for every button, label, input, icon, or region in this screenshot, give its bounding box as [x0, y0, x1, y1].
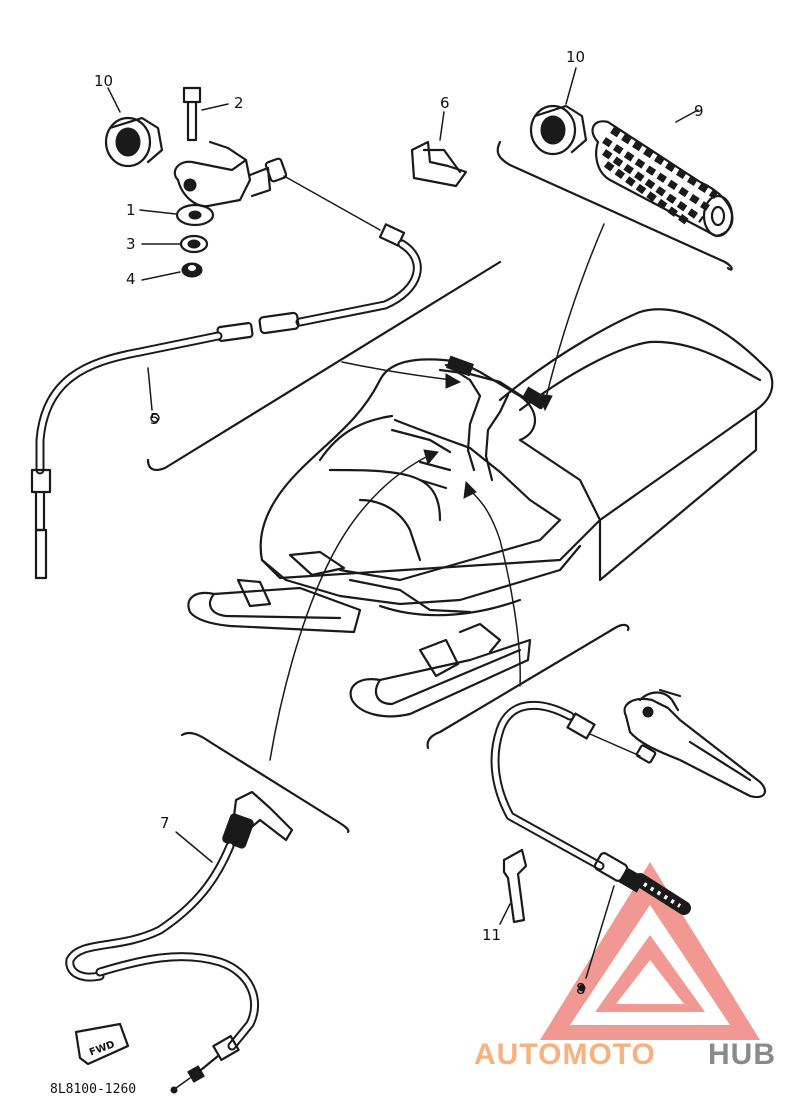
washer-part-3	[141, 234, 209, 254]
callout-9: 9	[694, 102, 704, 120]
clip-strap	[499, 848, 528, 925]
diagram-code: 8L8100-1260	[50, 1082, 136, 1097]
watermark-text-hub: HUB	[708, 1038, 776, 1071]
callout-11: 11	[482, 926, 501, 944]
callout-5: 5	[150, 410, 160, 428]
snowmobile-illustration	[187, 308, 774, 718]
callout-3: 3	[126, 235, 136, 253]
callout-6: 6	[440, 94, 450, 112]
section-brackets	[146, 140, 733, 834]
cable-part-7	[65, 790, 294, 1094]
bracket-upper-left	[146, 260, 502, 471]
forward-marker-text: FWD	[88, 1039, 116, 1058]
callout-1: 1	[126, 201, 136, 219]
callout-10-left: 10	[94, 72, 113, 90]
callout-2: 2	[234, 94, 244, 112]
bracket-part-1	[139, 140, 272, 227]
watermark: AUTOMOTO HUB	[474, 1038, 776, 1071]
forward-marker-icon: FWD	[74, 1022, 130, 1066]
callout-7: 7	[160, 814, 170, 832]
collar-part-10-right	[529, 67, 588, 156]
watermark-logo-icon	[540, 862, 760, 1040]
watermark-text-automoto: AUTOMOTO	[474, 1038, 656, 1071]
lever-part-11	[623, 688, 767, 799]
bolt-part-2	[182, 86, 229, 142]
collar-part-10-left	[104, 87, 164, 168]
callout-4: 4	[126, 270, 136, 288]
bracket-lower-right	[426, 623, 630, 750]
cable-part-8	[490, 700, 691, 992]
pointer-lines	[269, 223, 605, 761]
clip-part-6	[410, 111, 468, 188]
grip-part-9	[591, 109, 734, 238]
cable-part-5	[30, 157, 422, 580]
bracket-lower-left	[180, 731, 350, 834]
nut-part-4	[141, 262, 203, 281]
callout-10-right: 10	[566, 48, 585, 66]
callout-8: 8	[576, 980, 586, 998]
bracket-upper-right	[496, 140, 733, 271]
